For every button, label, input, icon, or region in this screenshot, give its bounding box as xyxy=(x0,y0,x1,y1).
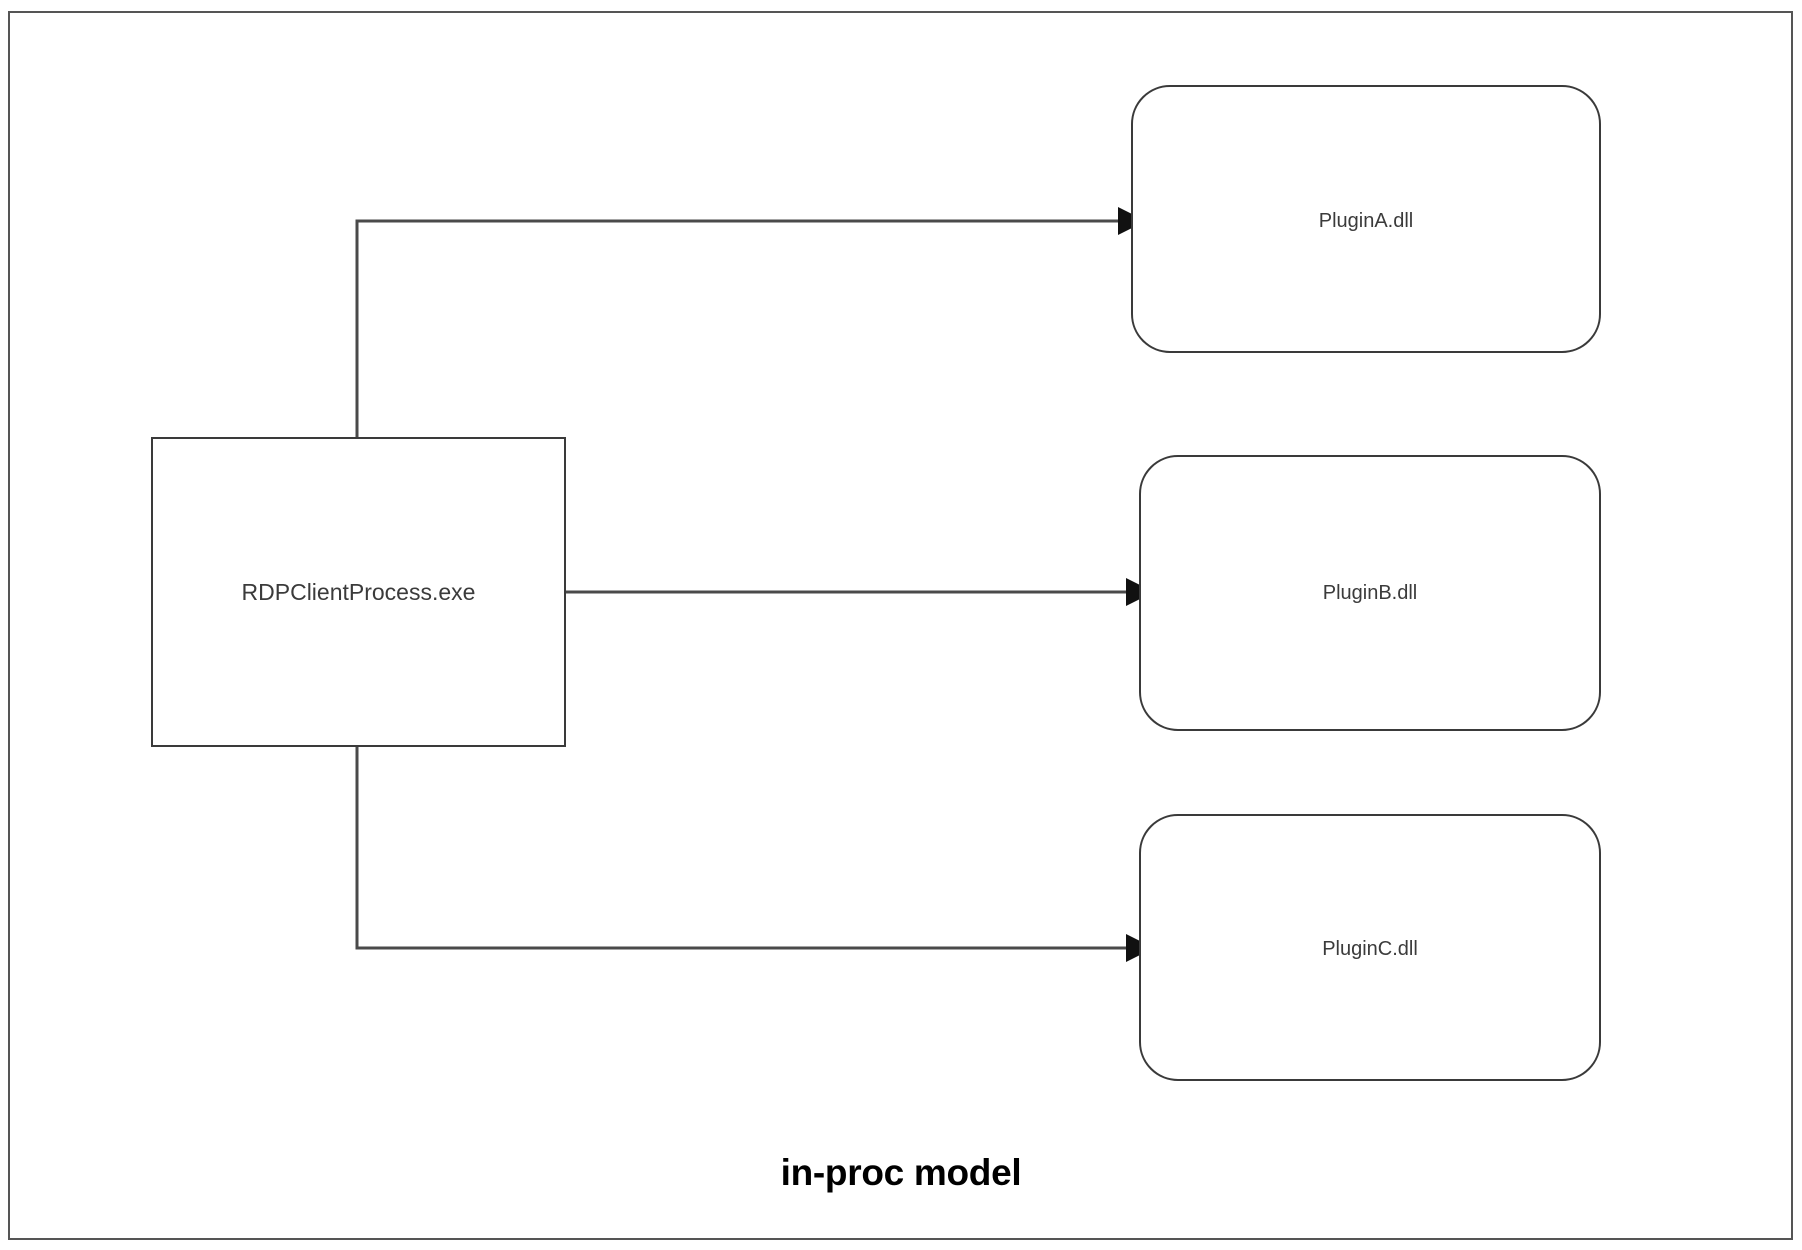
node-label-rdp-client-process: RDPClientProcess.exe xyxy=(241,579,476,605)
edge-process-to-plugin-a-line xyxy=(355,219,1118,438)
node-rdp-client-process[interactable] xyxy=(151,437,566,747)
diagram-title: in-proc model xyxy=(780,1152,1022,1193)
node-plugin-a[interactable] xyxy=(1131,85,1601,353)
node-label-plugin-c: PluginC.dll xyxy=(1322,938,1418,960)
node-label-plugin-b: PluginB.dll xyxy=(1322,582,1418,604)
edge-process-to-plugin-c xyxy=(355,746,1154,962)
edge-process-to-plugin-a xyxy=(355,207,1146,438)
node-plugin-b[interactable] xyxy=(1139,455,1601,731)
edge-process-to-plugin-c-line xyxy=(355,746,1126,950)
node-label-plugin-a: PluginA.dll xyxy=(1318,210,1414,232)
node-plugin-c[interactable] xyxy=(1139,814,1601,1081)
edge-process-to-plugin-b xyxy=(565,578,1154,606)
